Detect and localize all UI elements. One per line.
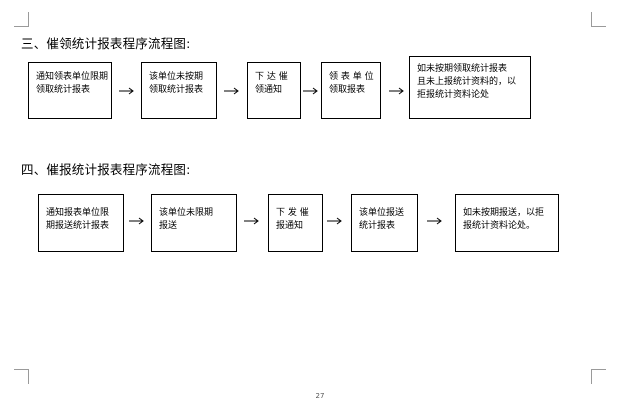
s4-arrow-4 [427,217,442,225]
s3-arrow-1 [119,87,134,95]
s3-step4-box: 领 表 单 位 领取报表 [321,62,381,119]
s3-step1-line1: 通知领表单位限期 [36,72,109,82]
s4-step3-line2: 报通知 [276,221,304,231]
crop-mark-top-left [14,12,29,27]
crop-mark-bottom-left [14,369,29,384]
s4-arrow-1 [129,217,144,225]
s4-step3-line1: 下 发 催 [276,208,309,218]
s4-step5-box: 如未按期报送，以拒 报统计资料论处。 [455,194,559,252]
s3-step5-line3: 拒报统计资料论处 [417,90,490,100]
s3-step2-line2: 领取统计报表 [149,85,204,95]
s3-arrow-4 [389,87,404,95]
s3-arrow-3 [303,87,318,95]
s3-step5-line2: 且未上报统计资料的，以 [417,77,517,87]
s3-step1-box: 通知领表单位限期 领取统计报表 [28,62,112,119]
page-number: 27 [315,392,325,400]
s3-step1-line2: 领取统计报表 [36,85,91,95]
s3-step4-line2: 领取报表 [329,85,366,95]
s3-step5-box: 如未按期领取统计报表 且未上报统计资料的，以 拒报统计资料论处 [409,56,531,119]
s3-step3-box: 下 达 催 领通知 [247,62,301,119]
s3-step3-line2: 领通知 [255,85,283,95]
s4-arrow-2 [244,217,259,225]
s4-step1-line2: 期报送统计报表 [46,221,110,231]
s4-step2-box: 该单位未限期 报送 [151,194,237,252]
s4-step5-line2: 报统计资料论处。 [463,221,536,231]
s3-step2-line1: 该单位未按期 [149,72,204,82]
s3-step5-line1: 如未按期领取统计报表 [417,64,508,74]
s4-step2-line1: 该单位未限期 [159,208,214,218]
s4-step4-box: 该单位报送 统计报表 [351,194,418,252]
s4-step1-box: 通知报表单位限 期报送统计报表 [38,194,124,252]
section3-heading: 三、催领统计报表程序流程图: [21,36,191,51]
s4-step3-box: 下 发 催 报通知 [268,194,323,252]
section4-heading: 四、催报统计报表程序流程图: [21,162,191,177]
crop-mark-bottom-right [591,369,606,384]
s4-arrow-3 [327,217,342,225]
s4-step4-line2: 统计报表 [359,221,396,231]
s4-step1-line1: 通知报表单位限 [46,208,110,218]
crop-mark-top-right [591,12,606,27]
s4-step2-line2: 报送 [159,221,178,231]
s3-arrow-2 [224,87,239,95]
s4-step4-line1: 该单位报送 [359,208,405,218]
s4-step5-line1: 如未按期报送，以拒 [463,208,545,218]
s3-step4-line1: 领 表 单 位 [329,72,374,82]
s3-step3-line1: 下 达 催 [255,72,288,82]
s3-step2-box: 该单位未按期 领取统计报表 [141,62,217,119]
